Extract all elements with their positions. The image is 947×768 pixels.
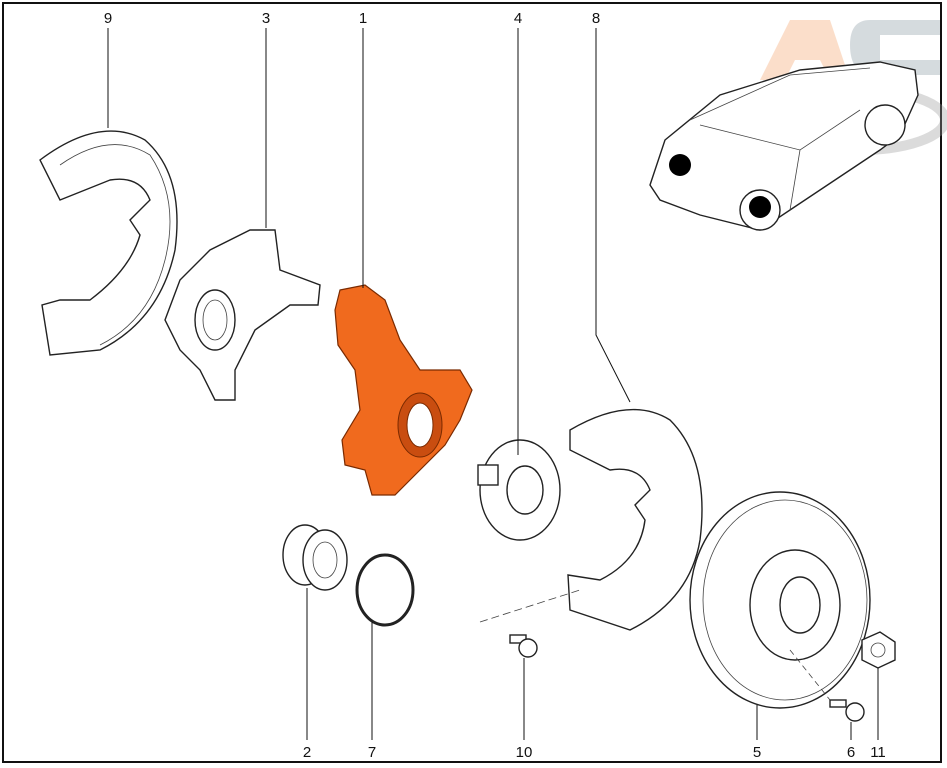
- part-3-steering-knuckle: [164, 229, 321, 401]
- callout-7: 7: [368, 744, 376, 761]
- callout-4: 4: [514, 10, 522, 27]
- wheel-marker-front-right: [749, 196, 771, 218]
- part-11-nut: [861, 631, 896, 669]
- part-10-bolt: [479, 589, 581, 658]
- callout-9: 9: [104, 10, 112, 27]
- part-1-steering-knuckle-highlighted: [334, 284, 473, 496]
- callout-5: 5: [753, 744, 761, 761]
- part-6-screw: [789, 649, 865, 722]
- callout-11: 11: [870, 744, 886, 761]
- wheel-marker-front-left: [669, 154, 691, 176]
- part-8-brake-shield: [567, 408, 703, 631]
- part-4-wheel-hub: [477, 439, 561, 541]
- callout-10: 10: [516, 744, 533, 761]
- leader-lines: [107, 28, 879, 740]
- part-5-brake-disc: [689, 491, 871, 709]
- part-2-wheel-bearing: [282, 524, 348, 591]
- callout-2: 2: [303, 744, 311, 761]
- callout-6: 6: [847, 744, 855, 761]
- callout-1: 1: [359, 10, 367, 27]
- callout-8: 8: [592, 10, 600, 27]
- car-location-illustration: [649, 61, 919, 231]
- part-7-retaining-ring: [355, 553, 415, 627]
- part-9-brake-shield: [39, 130, 178, 356]
- callout-3: 3: [262, 10, 270, 27]
